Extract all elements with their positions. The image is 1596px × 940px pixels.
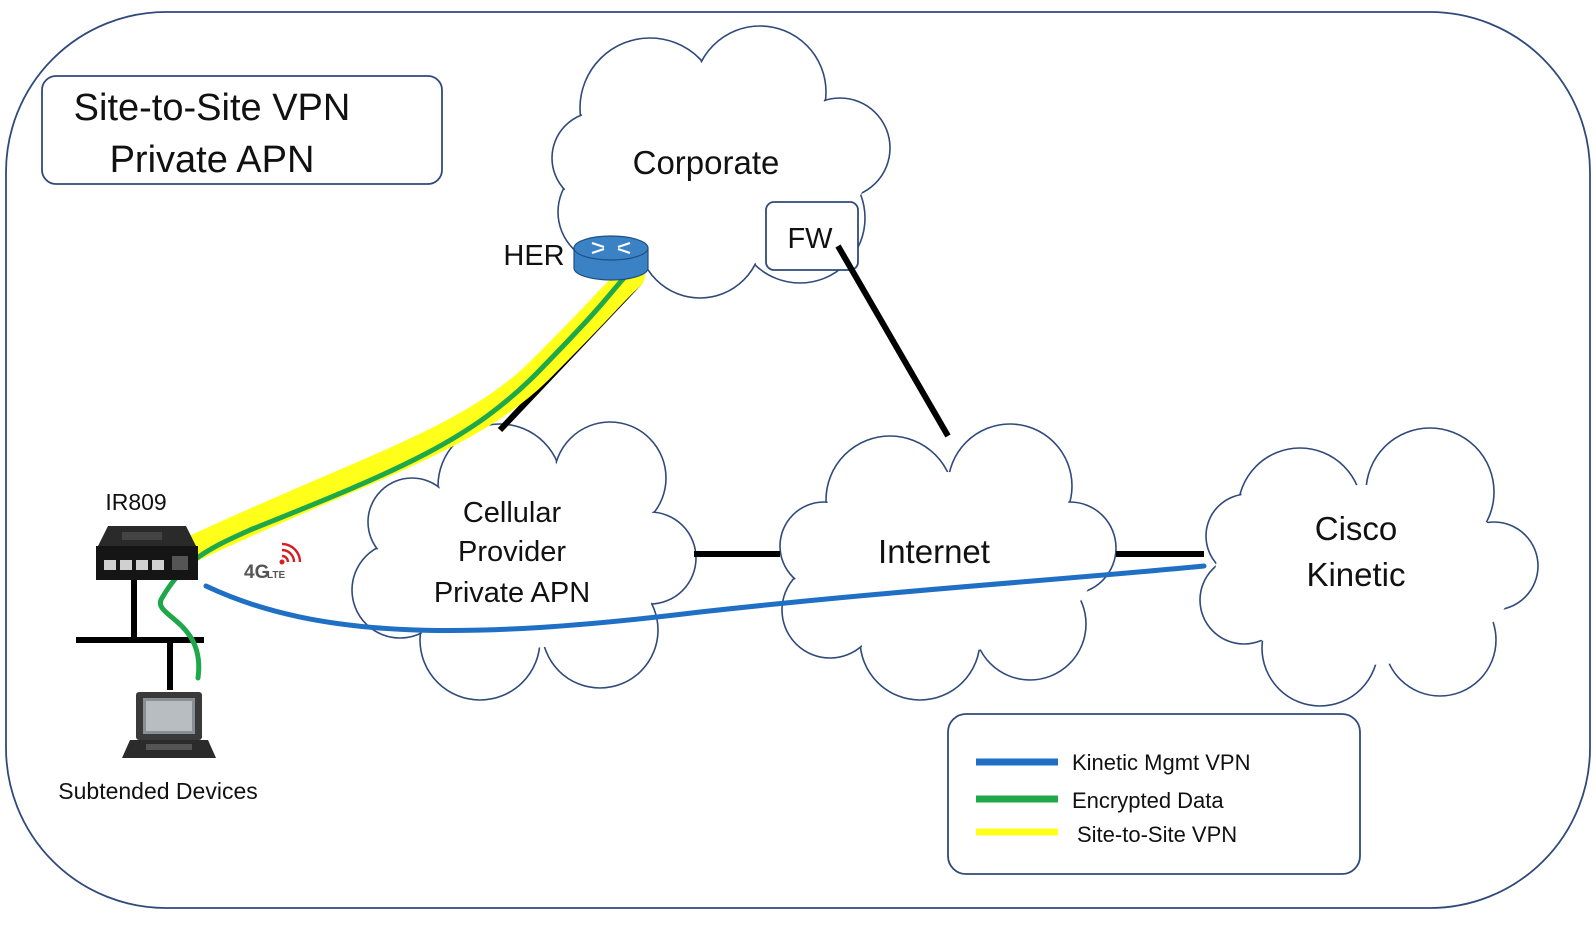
- vpn-paths: [157, 263, 1207, 681]
- cellular-provider-cloud: Cellular Provider Private APN: [351, 421, 697, 701]
- internet-cloud: Internet: [779, 423, 1117, 701]
- lte-4g-text: 4G: [244, 562, 269, 583]
- ir809-router: IR809: [96, 489, 198, 580]
- kinetic-label-line2: Kinetic: [1306, 556, 1405, 593]
- her-label: HER: [503, 240, 564, 272]
- diagram-frame: [5, 11, 1591, 909]
- firewall-label: FW: [787, 223, 833, 255]
- title-box: Site-to-Site VPN Private APN: [41, 75, 443, 185]
- kinetic-label-line1: Cisco: [1315, 510, 1398, 547]
- signal-dot-icon: [279, 559, 285, 565]
- lte-sub-text: LTE: [267, 570, 285, 581]
- laptop-icon: [122, 692, 216, 758]
- legend-label-kinetic: Kinetic Mgmt VPN: [1072, 750, 1251, 775]
- cellular-label-line2: Provider: [458, 536, 566, 568]
- kinetic-mgmt-vpn-path: [203, 563, 1207, 634]
- title-line1: Site-to-Site VPN: [74, 87, 351, 129]
- lte-badge: 4G LTE: [244, 542, 302, 583]
- cellular-label-line3: Private APN: [434, 577, 590, 609]
- router-arrows-icon: [591, 241, 631, 255]
- legend: Kinetic Mgmt VPN Encrypted Data Site-to-…: [947, 713, 1361, 875]
- firewall: FW: [765, 201, 859, 271]
- ir809-label: IR809: [105, 489, 166, 515]
- cellular-label-line1: Cellular: [463, 497, 562, 529]
- subtended-devices-label: Subtended Devices: [58, 778, 257, 804]
- ir809-router-icon: [96, 526, 198, 580]
- cisco-kinetic-cloud: Cisco Kinetic: [1199, 427, 1539, 707]
- legend-label-encrypted: Encrypted Data: [1072, 788, 1224, 813]
- her-router: HER: [503, 235, 649, 281]
- corporate-label: Corporate: [633, 144, 780, 181]
- legend-label-site-to-site: Site-to-Site VPN: [1077, 822, 1237, 847]
- title-line2: Private APN: [110, 139, 315, 181]
- link-fw-internet: [835, 244, 951, 438]
- encrypted-data-path: [157, 275, 627, 681]
- internet-label: Internet: [878, 533, 990, 570]
- signal-wave-icon: [281, 542, 302, 563]
